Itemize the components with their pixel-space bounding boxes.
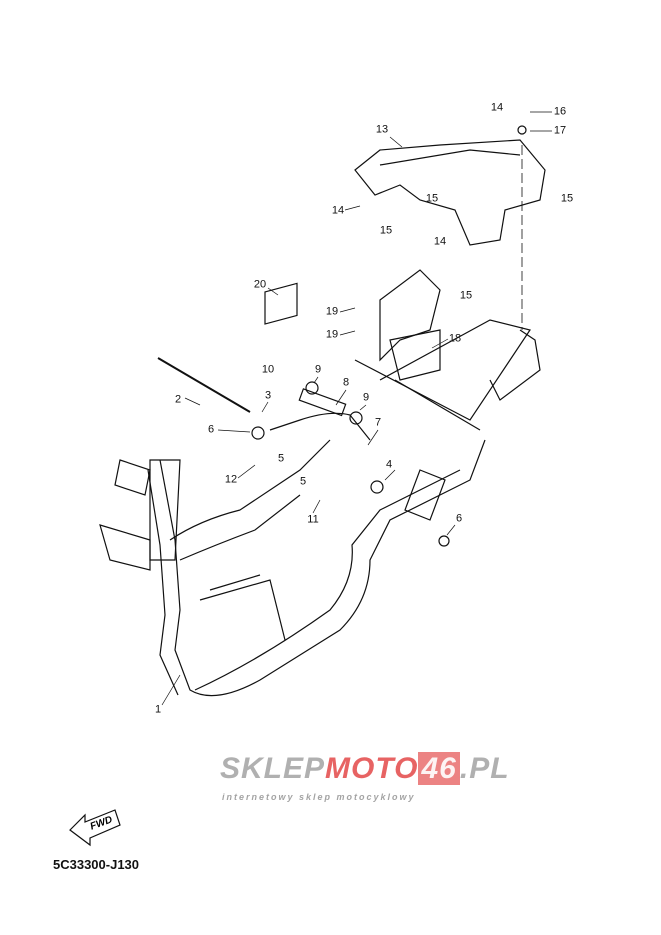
callout-label: 11 [307, 513, 319, 526]
callout-label: 15 [425, 192, 439, 205]
callout-label: 6 [207, 423, 215, 436]
watermark-brand-tld: .PL [459, 752, 510, 785]
callout-label: 16 [553, 105, 567, 118]
callout-label: 14 [433, 235, 447, 248]
callout-label: 15 [459, 289, 473, 302]
part-code: 5C33300-J130 [53, 857, 140, 872]
watermark-brand-red: MOTO [325, 752, 419, 785]
callout-label: 4 [385, 458, 393, 471]
callout-label: 10 [261, 363, 275, 376]
callout-label: 19 [325, 305, 339, 318]
callout-label: 6 [455, 512, 463, 525]
callout-label: 9 [314, 363, 322, 376]
callout-label: 13 [375, 123, 389, 136]
callout-label: 12 [224, 473, 238, 486]
callout-label: 15 [379, 224, 393, 237]
callout-label: 18 [448, 332, 462, 345]
callout-label: 14 [490, 101, 504, 114]
callout-label: 2 [174, 393, 182, 406]
watermark-tagline: internetowy sklep motocyklowy [222, 792, 416, 802]
callout-label: 17 [553, 124, 567, 137]
watermark-brand-gray: SKLEP [220, 752, 326, 785]
callout-label: 9 [362, 391, 370, 404]
callout-label: 15 [560, 192, 574, 205]
callout-label: 8 [342, 376, 350, 389]
callout-label: 5 [277, 452, 285, 465]
watermark-brand-box: 46 [418, 752, 460, 785]
callout-label: 14 [331, 204, 345, 217]
callout-label: 5 [299, 475, 307, 488]
callout-label: 7 [374, 416, 382, 429]
callout-label: 20 [253, 278, 267, 291]
callout-label: 19 [325, 328, 339, 341]
callout-label: 1 [154, 703, 162, 716]
callout-label: 3 [264, 389, 272, 402]
